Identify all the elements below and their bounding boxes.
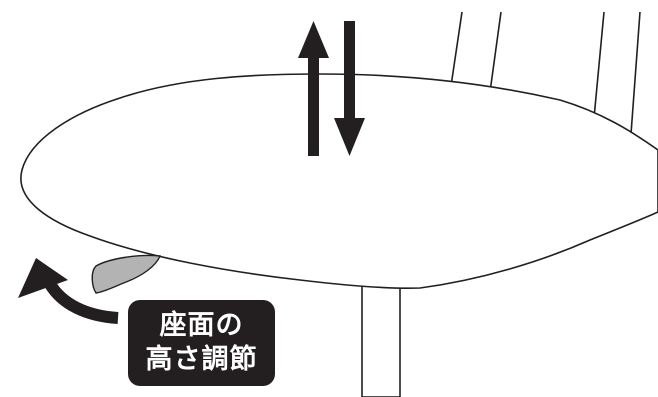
curved-lift-arrow-icon [18,258,119,324]
label-line-2: 高さ調節 [145,344,258,375]
up-down-arrows [298,21,365,156]
backrest-spindles [450,11,641,135]
label-line-1: 座面の [159,310,244,341]
height-lever [91,254,161,294]
chair-leg [361,275,401,397]
spindle-1-left [450,11,463,87]
up-arrow-icon [298,21,329,156]
seat-top [20,73,658,289]
spindle-1-right [489,11,502,93]
spindle-2-left [593,11,605,119]
height-adjust-label: 座面の 高さ調節 [128,300,275,386]
spindle-2-right [630,11,641,135]
down-arrow-icon [334,21,365,156]
